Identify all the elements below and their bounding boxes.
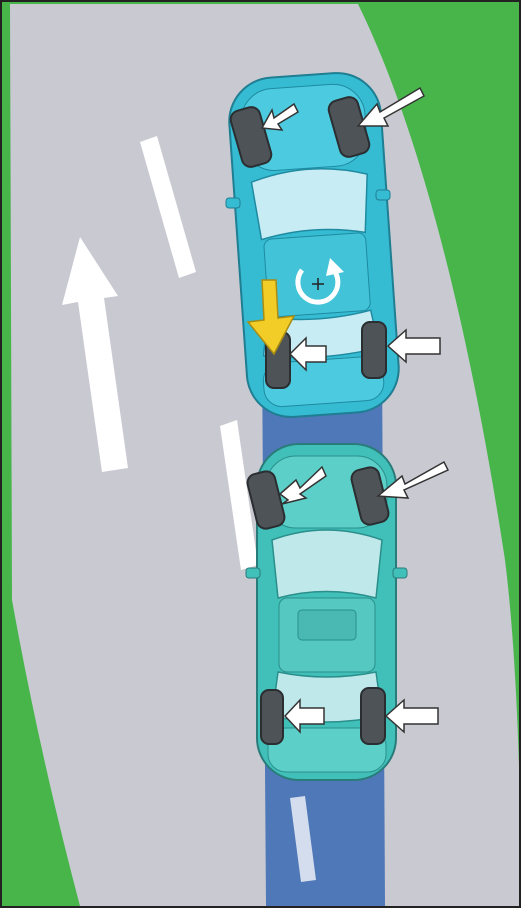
upper-car-windshield xyxy=(251,165,371,240)
lower-car-left-mirror xyxy=(246,568,260,578)
lower-rear-right-tire xyxy=(361,688,385,744)
lower-car-windshield xyxy=(272,530,382,598)
upper-car-right-mirror xyxy=(376,190,390,200)
lower-car-right-mirror xyxy=(393,568,407,578)
lower-rear-left-tire xyxy=(261,690,283,744)
upper-car-left-mirror xyxy=(226,198,240,208)
upper-rear-right-tire xyxy=(362,322,386,378)
lower-car-sunroof xyxy=(298,610,356,640)
